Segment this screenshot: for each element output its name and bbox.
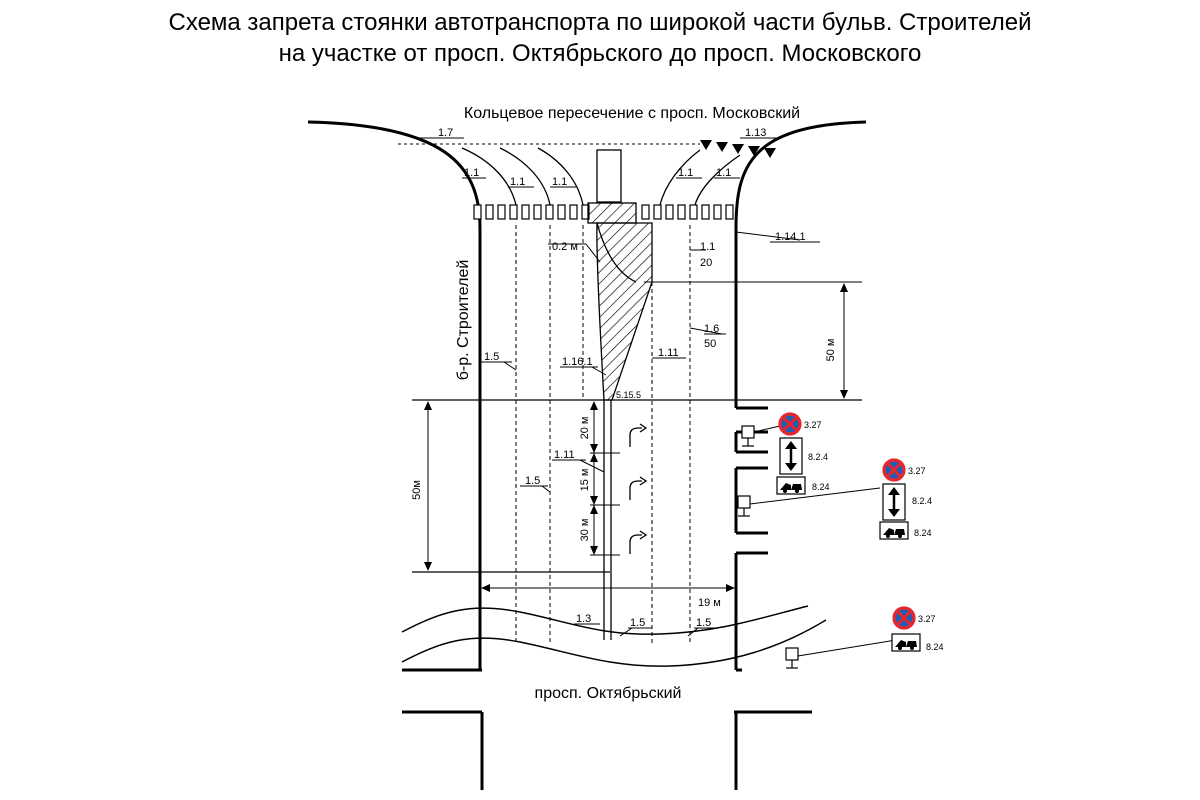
crosswalk-stripe [725, 204, 734, 220]
crosswalk-stripe [533, 204, 542, 220]
crosswalk-stripe [713, 204, 722, 220]
marking-1-1-20-top: 1.1 [700, 241, 715, 253]
marking-1-1-label-a: 1.1 [464, 167, 479, 179]
marking-1-6-50-bottom: 50 [704, 338, 716, 350]
sign-8-2-4-label-a: 8.2.4 [808, 452, 828, 462]
crosswalk-stripe [665, 204, 674, 220]
marking-1-16-1-label: 1.16.1 [562, 356, 593, 368]
marking-1-1-label-b: 1.1 [510, 176, 525, 188]
crosswalk-stripe [653, 204, 662, 220]
turn-arrow-icon [629, 530, 647, 555]
dimension-50-left-label: 50м [411, 480, 423, 500]
median-top [596, 149, 622, 203]
marking-1-1-label-d: 1.1 [678, 167, 693, 179]
sign-3-27-label-b: 3.27 [908, 466, 926, 476]
crosswalk-stripe [545, 204, 554, 220]
sign-3-27-label-c: 3.27 [918, 614, 936, 624]
crosswalk-stripe [521, 204, 530, 220]
marking-1-14-1-label: 1.14.1 [775, 231, 806, 243]
crosswalk-1-14-1 [473, 204, 734, 220]
street-label-stroiteley: б-р. Строителей [455, 260, 472, 381]
crosswalk-stripe [569, 204, 578, 220]
crosswalk-stripe [641, 204, 650, 220]
marking-1-13-triangles [700, 140, 776, 158]
wavy-road-bottom [401, 619, 827, 667]
tow-truck-plate-icon [891, 633, 921, 652]
no-stopping-sign-icon [892, 606, 916, 630]
marking-1-1-label-c: 1.1 [552, 176, 567, 188]
no-stopping-sign-icon [882, 458, 906, 482]
crosswalk-stripe [485, 204, 494, 220]
marking-1-3-label: 1.3 [576, 613, 591, 625]
marking-1-1-label-e: 1.1 [716, 167, 731, 179]
crosswalk-stripe [677, 204, 686, 220]
road-edge-right-top [734, 120, 867, 229]
double-arrow-plate-icon [778, 436, 804, 476]
sign-8-24-label-b: 8.24 [914, 528, 932, 538]
crosswalk-stripe [509, 204, 518, 220]
dimension-15-label: 15 м [579, 469, 591, 492]
marking-5-15-5-label: 5.15.5 [616, 390, 641, 400]
marking-1-7-label: 1.7 [438, 127, 453, 139]
sign-8-24-label-c: 8.24 [926, 642, 944, 652]
title-line-2: на участке от просп. Октябрьского до про… [278, 40, 922, 67]
turn-arrow-icon [629, 423, 647, 448]
marking-1-6-50-top: 1.6 [704, 323, 719, 335]
dimension-50-right-label: 50 м [825, 339, 837, 362]
marking-1-5-label-d: 1.5 [696, 617, 711, 629]
sign-8-24-label-a: 8.24 [812, 482, 830, 492]
title-line-1: Схема запрета стоянки автотранспорта по … [168, 9, 1032, 36]
marking-1-5-label-b: 1.5 [525, 475, 540, 487]
sign-8-2-4-label-b: 8.2.4 [912, 496, 932, 506]
marking-1-5-label-c: 1.5 [630, 617, 645, 629]
marking-1-11-label-b: 1.11 [554, 449, 575, 461]
wavy-road-top [401, 605, 809, 635]
marking-1-5-label-a: 1.5 [484, 351, 499, 363]
marking-1-13-label: 1.13 [745, 127, 766, 139]
tow-truck-plate-icon [879, 521, 909, 540]
marking-0-2-label: 0.2 м [552, 241, 578, 253]
bottom-street-label: просп. Октябрьский [535, 685, 682, 702]
double-arrow-plate-icon [881, 482, 907, 522]
crosswalk-stripe [473, 204, 482, 220]
tow-truck-plate-icon [776, 476, 806, 495]
roundabout-label: Кольцевое пересечение с просп. Московски… [464, 105, 800, 122]
no-stopping-sign-icon [778, 412, 802, 436]
sign-3-27-label-a: 3.27 [804, 420, 822, 430]
crosswalk-stripe [689, 204, 698, 220]
marking-1-11-label-a: 1.11 [658, 347, 679, 359]
dimension-20-label: 20 м [579, 417, 591, 440]
crosswalk-stripe [497, 204, 506, 220]
crosswalk-stripe [701, 204, 710, 220]
dimension-30-label: 30 м [579, 519, 591, 542]
turn-arrow-icon [629, 476, 647, 501]
marking-1-1-20-bottom: 20 [700, 257, 712, 269]
dimension-19-label: 19 м [698, 597, 721, 609]
crosswalk-stripe [557, 204, 566, 220]
median-island-1-16-1 [596, 222, 653, 401]
